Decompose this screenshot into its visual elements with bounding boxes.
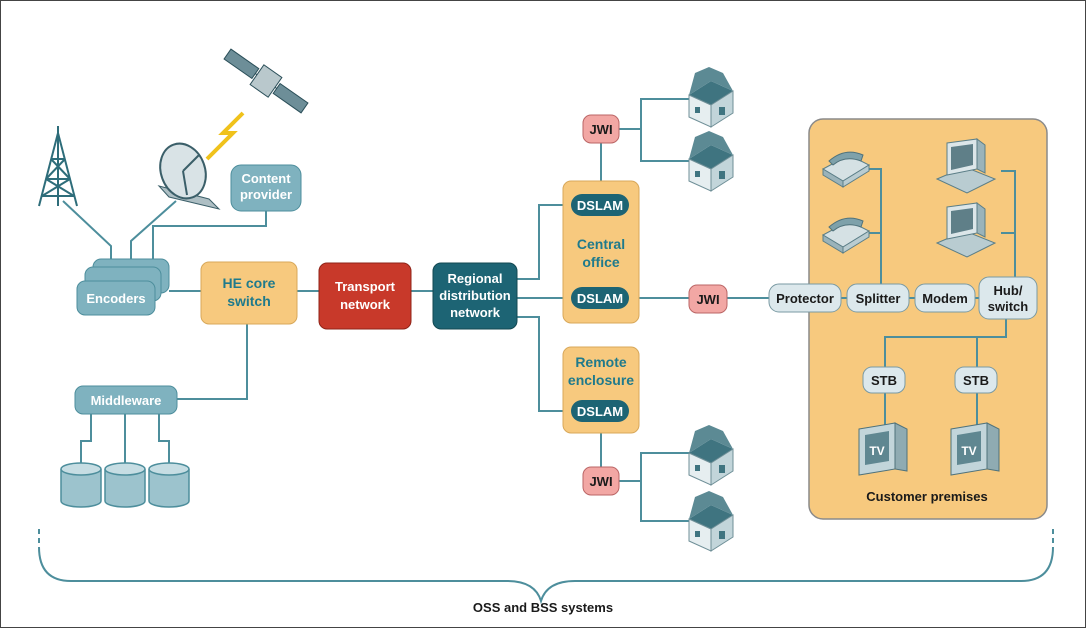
middleware-label: Middleware <box>91 393 162 408</box>
protector-node: Protector <box>768 283 842 313</box>
oss-bss-brace <box>38 529 1054 605</box>
remote-enclosure-node: Remote enclosure DSLAM <box>562 346 640 434</box>
dslam-label: DSLAM <box>577 291 623 306</box>
jwi-label: JWI <box>589 474 612 489</box>
transport-network-label-2: network <box>340 297 391 312</box>
computer-icon <box>935 202 997 258</box>
telephone-icon <box>821 151 871 188</box>
computer-icon <box>935 138 997 194</box>
he-core-switch-label-1: HE core <box>223 275 276 291</box>
regional-label-1: Regional <box>448 271 503 286</box>
encoders-label: Encoders <box>86 291 145 306</box>
house-icon <box>688 491 734 552</box>
stb-label: STB <box>963 373 989 388</box>
he-core-switch-node: HE core switch <box>200 261 298 325</box>
telephone-icon <box>821 217 871 254</box>
jwi-node: JWI <box>582 466 620 496</box>
central-office-label-2: office <box>582 254 620 270</box>
satellite-icon <box>223 48 309 114</box>
protector-label: Protector <box>776 291 834 306</box>
content-provider-node: Content provider <box>230 164 302 212</box>
tv-icon: TV <box>950 422 1000 476</box>
regional-distribution-network-node: Regional distribution network <box>432 262 518 330</box>
he-core-switch-label-2: switch <box>227 293 271 309</box>
tv-label: TV <box>961 444 976 458</box>
jwi-node: JWI <box>582 114 620 144</box>
stb-node: STB <box>862 366 906 394</box>
modem-node: Modem <box>914 283 976 313</box>
content-provider-label-1: Content <box>241 171 291 186</box>
central-office-label-1: Central <box>577 236 625 252</box>
remote-enclosure-label-1: Remote <box>575 354 627 370</box>
transport-network-node: Transport network <box>318 262 412 330</box>
jwi-node: JWI <box>688 284 728 314</box>
hub-switch-label-1: Hub/ <box>994 283 1023 298</box>
regional-label-3: network <box>450 305 501 320</box>
regional-label-2: distribution <box>439 288 511 303</box>
house-icon <box>688 67 734 128</box>
dslam-label: DSLAM <box>577 404 623 419</box>
splitter-node: Splitter <box>846 283 910 313</box>
encoders-node: Encoders <box>76 258 170 316</box>
satellite-dish-icon <box>157 142 221 210</box>
splitter-label: Splitter <box>856 291 901 306</box>
central-office-node: DSLAM Central office DSLAM <box>562 180 640 324</box>
modem-label: Modem <box>922 291 968 306</box>
stb-node: STB <box>954 366 998 394</box>
antenna-tower-icon <box>38 126 78 207</box>
signal-lightning-icon <box>205 111 245 161</box>
oss-bss-label: OSS and BSS systems <box>473 600 613 615</box>
house-icon <box>688 131 734 192</box>
tv-icon: TV <box>858 422 908 476</box>
hub-switch-label-2: switch <box>988 299 1029 314</box>
database-icon <box>104 462 146 508</box>
tv-label: TV <box>869 444 884 458</box>
dslam-label: DSLAM <box>577 198 623 213</box>
customer-premises-label: Customer premises <box>866 489 987 504</box>
transport-network-label-1: Transport <box>335 279 396 294</box>
remote-enclosure-label-2: enclosure <box>568 372 634 388</box>
hub-switch-node: Hub/ switch <box>978 276 1038 320</box>
house-icon <box>688 425 734 486</box>
customer-premises-area <box>808 118 1048 520</box>
middleware-node: Middleware <box>74 385 178 415</box>
jwi-label: JWI <box>589 122 612 137</box>
jwi-label: JWI <box>696 292 719 307</box>
database-icon <box>148 462 190 508</box>
database-icon <box>60 462 102 508</box>
connection-lines <box>62 98 1016 522</box>
content-provider-label-2: provider <box>240 187 292 202</box>
stb-label: STB <box>871 373 897 388</box>
